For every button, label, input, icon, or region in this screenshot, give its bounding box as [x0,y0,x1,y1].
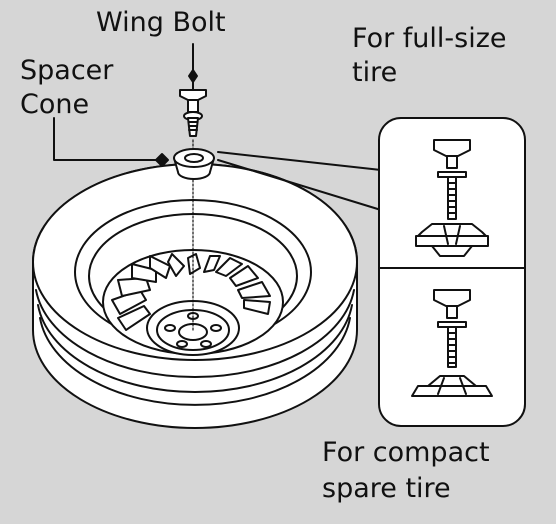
callout-line-top [217,151,382,171]
spacer-cone [173,148,215,180]
full-size-label-line1: For full-size [352,23,507,54]
spare-tire [32,163,358,429]
wing-bolt [179,89,207,137]
wing-bolt-label: Wing Bolt [96,7,226,38]
full-size-label-line2: tire [352,57,398,88]
wheel-spokes [111,253,271,331]
spacer-cone-marker [155,153,169,167]
compact-label-line1: For compact [322,437,490,468]
full-size-assembly [415,139,489,257]
spacer-cone-label-line1: Spacer [20,55,114,86]
spacer-cone-leader [53,117,163,161]
wing-bolt-marker [188,69,198,83]
detail-panel [378,117,526,427]
compact-assembly [411,289,493,397]
callout-line-bottom [217,159,382,211]
spacer-cone-label-line2: Cone [20,89,90,120]
compact-label-line2: spare tire [322,473,451,504]
